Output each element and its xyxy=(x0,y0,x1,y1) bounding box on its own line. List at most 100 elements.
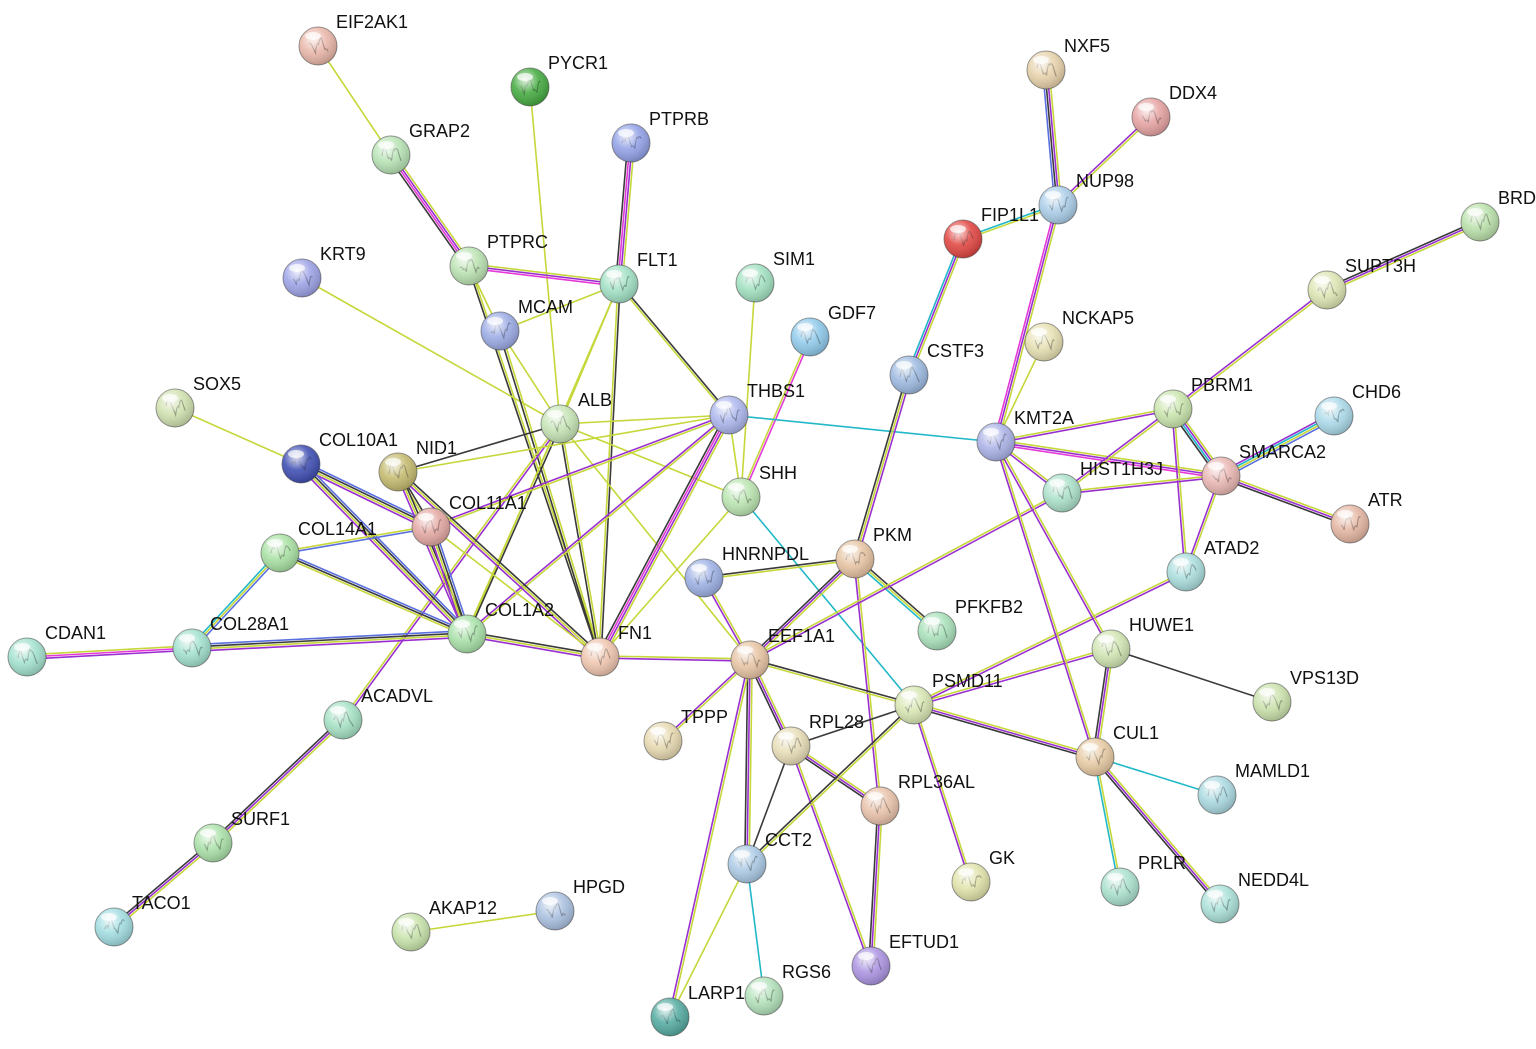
edge-ddx4-nup98 xyxy=(1056,115,1153,207)
node-ddx4[interactable]: DDX4 xyxy=(1131,83,1217,137)
node-hnrnpdl[interactable]: HNRNPDL xyxy=(684,544,809,598)
node-ptprc[interactable]: PTPRC xyxy=(449,232,548,286)
edge-strand-experiments xyxy=(749,558,856,661)
node-gloss xyxy=(1092,630,1130,668)
edge-strand-text-mining xyxy=(278,525,432,553)
node-label-hnrnpdl: HNRNPDL xyxy=(722,544,809,564)
node-huwe1[interactable]: HUWE1 xyxy=(1091,615,1194,669)
edge-strand-experiments xyxy=(1171,288,1328,409)
node-larp1[interactable]: LARP1 xyxy=(650,983,745,1037)
node-pfkfb2[interactable]: PFKFB2 xyxy=(917,597,1023,651)
node-gk[interactable]: GK xyxy=(951,848,1015,902)
edge-strand-databases xyxy=(1094,756,1218,796)
node-chd6[interactable]: CHD6 xyxy=(1314,382,1401,436)
node-kmt2a[interactable]: KMT2A xyxy=(976,408,1074,462)
node-cdan1[interactable]: CDAN1 xyxy=(7,623,106,677)
node-vps13d[interactable]: VPS13D xyxy=(1252,668,1359,722)
node-akap12[interactable]: AKAP12 xyxy=(391,898,497,952)
node-mcam[interactable]: MCAM xyxy=(480,297,573,351)
node-pkm[interactable]: PKM xyxy=(835,525,912,579)
node-psmd11[interactable]: PSMD11 xyxy=(894,671,1003,725)
edge-strand-coexpression xyxy=(746,745,792,865)
node-sim1[interactable]: SIM1 xyxy=(735,249,815,303)
node-eif2ak1[interactable]: EIF2AK1 xyxy=(298,12,408,66)
edge-col1a2-fn1 xyxy=(465,630,602,661)
node-label-nxf5: NXF5 xyxy=(1064,36,1110,56)
edge-strand-text-mining xyxy=(1173,408,1188,573)
node-supt3h[interactable]: SUPT3H xyxy=(1307,256,1416,310)
node-pbrm1[interactable]: PBRM1 xyxy=(1153,375,1253,429)
node-cstf3[interactable]: CSTF3 xyxy=(889,341,984,395)
node-highlight xyxy=(958,868,974,876)
node-cul1[interactable]: CUL1 xyxy=(1075,723,1159,777)
edge-flt1-mcam xyxy=(499,283,620,332)
edge-strand-text-mining xyxy=(670,659,752,1019)
edge-strand-text-mining xyxy=(466,633,601,658)
node-rpl36al[interactable]: RPL36AL xyxy=(860,772,975,826)
node-rpl28[interactable]: RPL28 xyxy=(771,712,864,766)
node-gloss xyxy=(722,478,760,516)
node-surf1[interactable]: SURF1 xyxy=(193,809,290,863)
node-highlight xyxy=(734,850,750,858)
node-hpgd[interactable]: HPGD xyxy=(535,877,625,931)
node-col10a1[interactable]: COL10A1 xyxy=(281,430,398,484)
node-flt1[interactable]: FLT1 xyxy=(599,250,678,304)
node-cct2[interactable]: CCT2 xyxy=(727,830,812,884)
node-eftud1[interactable]: EFTUD1 xyxy=(851,932,959,986)
node-highlight xyxy=(288,450,304,458)
node-gloss xyxy=(918,612,956,650)
edge-strand-experiments xyxy=(468,265,620,285)
node-gloss xyxy=(710,396,748,434)
node-brd[interactable]: BRD xyxy=(1460,188,1536,242)
node-thbs1[interactable]: THBS1 xyxy=(709,381,805,435)
edge-strand-experiments xyxy=(600,414,731,659)
node-smarca2[interactable]: SMARCA2 xyxy=(1201,442,1326,496)
node-fn1[interactable]: FN1 xyxy=(580,623,652,677)
node-shh[interactable]: SHH xyxy=(721,463,797,517)
node-gdf7[interactable]: GDF7 xyxy=(790,303,876,357)
node-grap2[interactable]: GRAP2 xyxy=(371,121,470,175)
edge-strand-coexpression xyxy=(387,156,468,269)
node-alb[interactable]: ALB xyxy=(540,390,612,444)
node-col14a1[interactable]: COL14A1 xyxy=(260,519,377,573)
node-ptprb[interactable]: PTPRB xyxy=(611,109,709,163)
edge-chd6-smarca2 xyxy=(1218,412,1337,480)
edge-strand-text-mining xyxy=(500,329,602,658)
node-eef1a1[interactable]: EEF1A1 xyxy=(730,626,835,680)
edge-strand-text-mining xyxy=(341,422,560,721)
edge-strand-experiments xyxy=(619,142,633,285)
edge-shh-fn1 xyxy=(599,496,742,658)
node-acadvl[interactable]: ACADVL xyxy=(323,686,433,740)
node-atr[interactable]: ATR xyxy=(1330,490,1403,544)
edge-pbrm1-atad2 xyxy=(1171,408,1188,573)
node-label-smarca2: SMARCA2 xyxy=(1239,442,1326,462)
node-highlight xyxy=(1173,558,1189,566)
node-atad2[interactable]: ATAD2 xyxy=(1166,538,1259,592)
node-prlr[interactable]: PRLR xyxy=(1100,853,1186,907)
node-label-rpl36al: RPL36AL xyxy=(898,772,975,792)
node-taco1[interactable]: TACO1 xyxy=(94,893,191,947)
node-col1a2[interactable]: COL1A2 xyxy=(447,600,554,654)
node-col11a1[interactable]: COL11A1 xyxy=(411,493,527,547)
node-fip1l1[interactable]: FIP1L1 xyxy=(943,205,1039,259)
edge-strand-coexpression xyxy=(614,141,629,285)
node-rgs6[interactable]: RGS6 xyxy=(744,962,831,1016)
node-nup98[interactable]: NUP98 xyxy=(1038,171,1134,225)
node-nedd4l[interactable]: NEDD4L xyxy=(1200,870,1309,924)
node-nckap5[interactable]: NCKAP5 xyxy=(1024,308,1134,362)
node-highlight xyxy=(517,73,533,81)
node-sox5[interactable]: SOX5 xyxy=(155,374,241,428)
node-hist1h3j[interactable]: HIST1H3J xyxy=(1042,459,1163,513)
node-nid1[interactable]: NID1 xyxy=(378,438,457,492)
node-nxf5[interactable]: NXF5 xyxy=(1026,36,1110,90)
node-mamld1[interactable]: MAMLD1 xyxy=(1197,761,1310,815)
node-label-col14a1: COL14A1 xyxy=(298,519,377,539)
edge-rpl36al-eftud1 xyxy=(867,805,884,967)
node-label-brd: BRD xyxy=(1498,188,1536,208)
edge-strand-homology xyxy=(192,553,283,651)
node-label-akap12: AKAP12 xyxy=(429,898,497,918)
node-tppp[interactable]: TPPP xyxy=(643,707,728,761)
node-col28a1[interactable]: COL28A1 xyxy=(172,614,289,668)
node-pycr1[interactable]: PYCR1 xyxy=(510,53,608,107)
node-krt9[interactable]: KRT9 xyxy=(282,244,366,298)
